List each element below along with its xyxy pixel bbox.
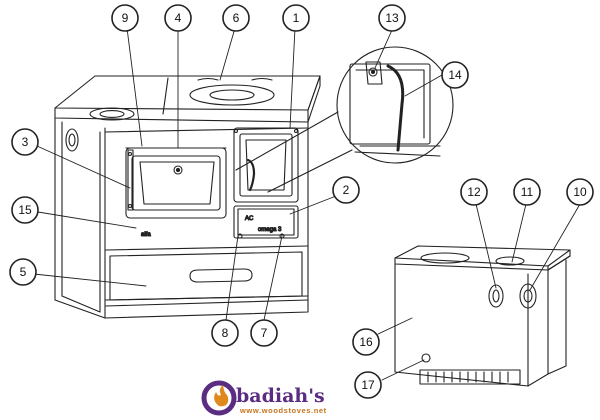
hob-ring-left — [89, 107, 135, 121]
stove-badge: AC — [245, 216, 254, 222]
callout-3-label: 3 — [22, 135, 29, 149]
callout-11 — [513, 178, 541, 206]
oven-door — [125, 147, 227, 219]
callout-11-label: 11 — [521, 185, 534, 199]
rear-cooktop — [394, 245, 571, 267]
callout-15 — [11, 196, 39, 224]
callout-5 — [9, 258, 37, 286]
hob-ring-right — [189, 84, 275, 106]
callout-12-label: 12 — [467, 185, 481, 199]
fire-door-handle — [246, 158, 256, 192]
callout-8 — [211, 319, 239, 347]
watermark-logo: badiah's www.woodstoves.net — [201, 380, 327, 416]
callout-2-label: 2 — [343, 183, 350, 197]
handle-detail-zoom — [235, 46, 454, 193]
drawer-handle — [189, 268, 253, 283]
callout-7-label: 7 — [261, 326, 268, 340]
watermark-url: www.woodstoves.net — [239, 406, 327, 415]
rear-vent-slots — [419, 369, 521, 385]
rear-knob — [421, 353, 431, 363]
main-stove: AC omega 3 alfa — [54, 75, 321, 319]
cooktop — [54, 75, 321, 111]
callout-17 — [354, 371, 382, 399]
callout-16-label: 16 — [359, 335, 373, 349]
detail-handle-rod — [386, 64, 405, 152]
fire-door — [233, 127, 299, 203]
callout-14-label: 14 — [448, 68, 462, 82]
callout-3 — [11, 128, 39, 156]
callout-14 — [441, 61, 469, 89]
callout-6 — [222, 4, 250, 32]
callout-16 — [352, 328, 380, 356]
stove-model-label: omega 3 — [258, 227, 282, 233]
callout-7 — [250, 319, 278, 347]
callout-12 — [460, 178, 488, 206]
callout-4 — [164, 4, 192, 32]
callout-4-label: 4 — [175, 11, 182, 25]
callout-15-label: 15 — [18, 203, 32, 217]
rear-flue-left — [488, 284, 504, 308]
flame-o-icon — [201, 380, 237, 416]
callout-10 — [566, 178, 594, 206]
callout-13-label: 13 — [385, 11, 399, 25]
detail-hinge — [365, 61, 383, 85]
rear-body — [394, 263, 549, 387]
callout-5-label: 5 — [20, 265, 27, 279]
stove-side-label: alfa — [141, 232, 151, 238]
callout-10-label: 10 — [573, 185, 587, 199]
ash-door: AC omega 3 — [233, 205, 299, 239]
callout-6-label: 6 — [233, 11, 240, 25]
side-vent — [65, 128, 79, 152]
callout-8-label: 8 — [222, 326, 229, 340]
callout-9 — [111, 4, 139, 32]
callout-numbers: 9 4 6 1 3 15 5 2 8 7 13 14 12 11 10 16 1… — [18, 11, 587, 392]
callout-1-label: 1 — [293, 11, 300, 25]
rear-stove — [394, 245, 571, 387]
oven-thermometer — [173, 165, 183, 175]
callout-13 — [378, 4, 406, 32]
callout-9-label: 9 — [122, 11, 129, 25]
rear-flue-right — [519, 283, 537, 309]
callouts — [9, 4, 594, 399]
callout-17-label: 17 — [361, 378, 375, 392]
watermark-name: badiah's — [236, 385, 325, 407]
callout-2 — [332, 176, 360, 204]
callout-1 — [282, 4, 310, 32]
leader-lines — [33, 27, 581, 381]
